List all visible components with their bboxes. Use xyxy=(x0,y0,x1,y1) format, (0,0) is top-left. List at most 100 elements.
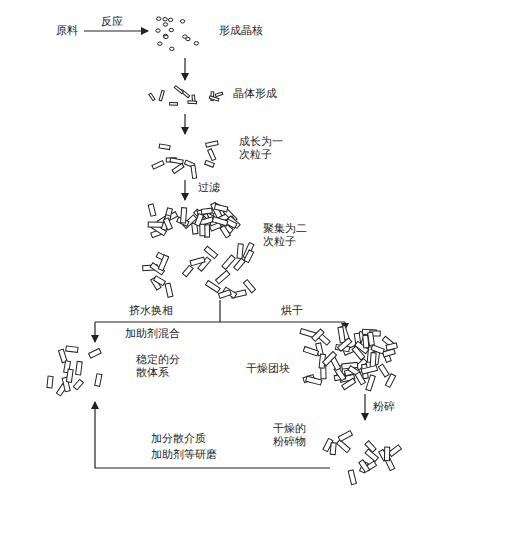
particle xyxy=(188,101,197,104)
nucleus-dot xyxy=(169,28,173,31)
particle xyxy=(152,161,164,169)
particle xyxy=(174,86,183,94)
particle xyxy=(165,283,173,297)
process-label: 加助剂等研磨 xyxy=(150,448,218,461)
particle xyxy=(204,246,217,258)
process-label: 晶体形成 xyxy=(232,87,278,100)
particle xyxy=(163,218,172,230)
return-arrow xyxy=(95,402,330,468)
particle xyxy=(214,204,227,212)
particle xyxy=(181,208,187,223)
process-label: 加分散介质 xyxy=(150,432,207,445)
nucleus-dot xyxy=(164,35,168,38)
process-label: 反应 xyxy=(100,15,124,28)
particle xyxy=(205,281,220,293)
process-label: 形成晶核 xyxy=(218,24,264,37)
nucleus-dot xyxy=(168,18,172,21)
flow-arrow xyxy=(84,30,148,31)
particle xyxy=(378,364,389,377)
particle xyxy=(208,149,216,161)
particle xyxy=(200,224,205,236)
particle xyxy=(190,257,205,266)
particle xyxy=(312,329,324,341)
particle xyxy=(191,165,197,178)
particle xyxy=(330,443,336,455)
particle xyxy=(216,271,230,284)
particle xyxy=(89,349,102,359)
particle xyxy=(359,460,370,473)
nucleus-dot xyxy=(170,47,174,50)
nucleus-dot xyxy=(180,20,184,23)
particle xyxy=(95,374,102,387)
flow-arrow xyxy=(184,114,185,134)
process-label: 原料 xyxy=(55,24,79,37)
flow-arrow xyxy=(184,58,185,80)
particle xyxy=(348,470,356,485)
particle xyxy=(148,204,156,216)
particle xyxy=(337,440,351,453)
nucleus-dot xyxy=(157,17,161,20)
particle xyxy=(323,352,337,366)
particle xyxy=(244,250,254,263)
particle xyxy=(66,369,73,382)
particle xyxy=(149,93,155,101)
flow-arrow xyxy=(364,394,365,420)
particle xyxy=(243,280,255,293)
particle xyxy=(172,164,184,174)
particle xyxy=(361,365,377,374)
branch-line xyxy=(219,300,220,322)
particle xyxy=(66,346,78,352)
particle xyxy=(154,276,166,286)
particle xyxy=(76,361,83,375)
particle xyxy=(159,90,164,100)
particle xyxy=(368,332,375,345)
particle xyxy=(212,217,228,226)
particle xyxy=(366,375,376,391)
particle xyxy=(237,244,243,259)
nucleus-dot xyxy=(183,35,187,38)
particle xyxy=(205,160,215,167)
nucleus-dot xyxy=(158,42,162,45)
particle xyxy=(338,431,352,442)
nucleus-dot xyxy=(163,18,167,21)
process-label: 稳定的分散体系 xyxy=(135,353,182,379)
particle xyxy=(365,441,376,453)
particle xyxy=(215,92,223,97)
particle xyxy=(384,447,389,461)
process-label: 聚集为二次粒子 xyxy=(262,222,309,248)
particle xyxy=(170,103,178,106)
particle xyxy=(355,372,365,385)
process-label: 挤水换相 xyxy=(128,304,174,317)
particle xyxy=(222,255,235,269)
particle xyxy=(218,290,231,299)
flow-arrow xyxy=(94,322,95,342)
process-label: 过滤 xyxy=(197,181,221,194)
process-label: 成长为一次粒子 xyxy=(238,135,285,161)
particle xyxy=(371,345,384,354)
particle xyxy=(170,158,183,164)
particle xyxy=(47,376,53,388)
process-label: 粉碎 xyxy=(372,400,396,413)
process-label: 加助剂混合 xyxy=(124,327,181,340)
nucleus-dot xyxy=(156,29,160,32)
particle xyxy=(159,144,170,150)
process-label: 干燥的粉碎物 xyxy=(272,422,309,448)
particle xyxy=(73,379,83,390)
particle xyxy=(148,222,163,227)
particle xyxy=(306,376,322,385)
nucleus-dot xyxy=(163,23,167,26)
particle xyxy=(342,378,356,390)
particle xyxy=(201,208,212,214)
particle-drawings xyxy=(47,17,402,485)
process-label: 干燥团块 xyxy=(245,362,291,375)
particle xyxy=(182,265,193,276)
particle xyxy=(338,327,345,343)
particle xyxy=(158,255,168,271)
particle xyxy=(386,343,397,350)
nucleus-dot xyxy=(194,42,198,45)
flow-arrow xyxy=(184,180,185,200)
nucleus-dot xyxy=(163,34,167,37)
particle xyxy=(388,445,401,457)
